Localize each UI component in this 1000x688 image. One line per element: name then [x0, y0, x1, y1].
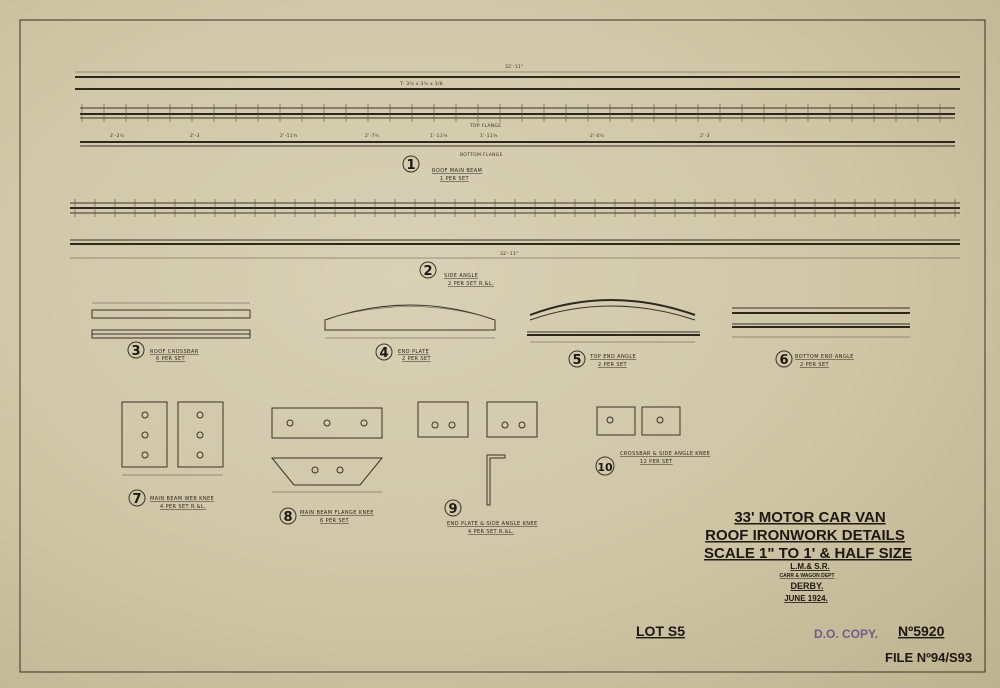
svg-text:6 PER SET: 6 PER SET — [320, 518, 350, 524]
svg-text:2'-0½: 2'-0½ — [590, 132, 605, 139]
main-beam-flange-knee-drawing — [270, 407, 384, 493]
svg-text:CROSSBAR & SIDE ANGLE KNEE: CROSSBAR & SIDE ANGLE KNEE — [620, 451, 710, 457]
svg-text:SIDE ANGLE: SIDE ANGLE — [444, 273, 478, 279]
svg-text:4: 4 — [379, 346, 388, 361]
part-3-label: 3 ROOF CROSSBAR 6 PER SET — [127, 341, 199, 362]
svg-text:MAIN BEAM WEB KNEE: MAIN BEAM WEB KNEE — [150, 496, 214, 502]
svg-text:8: 8 — [283, 510, 292, 525]
svg-text:4 PER SET R.&L.: 4 PER SET R.&L. — [468, 529, 514, 535]
svg-text:1 PER SET: 1 PER SET — [440, 176, 470, 182]
svg-text:32'-11": 32'-11" — [500, 251, 518, 257]
svg-text:TOP FLANGE: TOP FLANGE — [469, 123, 501, 129]
svg-text:3: 3 — [131, 344, 140, 359]
svg-text:2'-3: 2'-3 — [700, 133, 710, 139]
side-angle-drawing: 32'-11" — [70, 199, 960, 259]
drawing-number: Nº5920 — [898, 623, 945, 639]
svg-text:10: 10 — [597, 461, 613, 474]
main-beam-web-knee-drawing — [121, 401, 224, 476]
svg-text:SCALE 1" TO 1' & HALF SIZE: SCALE 1" TO 1' & HALF SIZE — [704, 545, 912, 562]
svg-text:END PLATE & SIDE ANGLE KNEE: END PLATE & SIDE ANGLE KNEE — [447, 521, 538, 527]
svg-text:2: 2 — [423, 264, 432, 279]
svg-text:END PLATE: END PLATE — [398, 349, 429, 355]
svg-text:2'-7¾: 2'-7¾ — [365, 133, 380, 139]
part-5-label: 5 TOP END ANGLE 2 PER SET — [568, 350, 636, 368]
svg-text:7: 7 — [132, 492, 141, 507]
svg-text:2 PER SET: 2 PER SET — [800, 362, 830, 368]
part-9-label: 9 END PLATE & SIDE ANGLE KNEE 4 PER SET … — [444, 499, 538, 535]
svg-text:TOP END ANGLE: TOP END ANGLE — [589, 354, 636, 360]
svg-text:5: 5 — [572, 353, 581, 368]
drawing-border — [19, 19, 986, 673]
svg-text:2'-2½: 2'-2½ — [110, 132, 125, 139]
file-number: FILE Nº94/S93 — [885, 650, 972, 665]
title-block: 33' MOTOR CAR VAN ROOF IRONWORK DETAILS … — [704, 509, 912, 603]
svg-text:1: 1 — [406, 158, 415, 173]
svg-text:9: 9 — [448, 502, 457, 517]
part-7-label: 7 MAIN BEAM WEB KNEE 4 PER SET R.&L. — [128, 489, 214, 510]
roof-crossbar-drawing — [91, 302, 251, 339]
svg-text:6 PER SET: 6 PER SET — [156, 356, 186, 362]
svg-text:T- 3½ x 3½ x 3/8: T- 3½ x 3½ x 3/8 — [399, 80, 443, 87]
end-plate-drawing — [324, 304, 496, 339]
svg-text:1'-11⅛: 1'-11⅛ — [480, 133, 498, 139]
svg-text:ROOF IRONWORK DETAILS: ROOF IRONWORK DETAILS — [705, 527, 905, 544]
do-copy-stamp: D.O. COPY. — [814, 627, 878, 641]
svg-text:2'-11¾: 2'-11¾ — [280, 133, 298, 139]
svg-text:ROOF MAIN BEAM: ROOF MAIN BEAM — [432, 168, 482, 174]
part-6-label: 6 BOTTOM END ANGLE 2 PER SET — [775, 350, 854, 368]
svg-text:ROOF CROSSBAR: ROOF CROSSBAR — [150, 349, 199, 355]
part-1-label: 1 ROOF MAIN BEAM 1 PER SET — [402, 155, 482, 182]
svg-text:DERBY.: DERBY. — [790, 581, 823, 591]
svg-text:BOTTOM FLANGE: BOTTOM FLANGE — [460, 152, 503, 158]
svg-text:L.M.& S.R.: L.M.& S.R. — [790, 562, 830, 571]
svg-text:BOTTOM END ANGLE: BOTTOM END ANGLE — [795, 354, 854, 360]
svg-text:2 PER SET: 2 PER SET — [598, 362, 628, 368]
crossbar-side-angle-knee-drawing — [596, 406, 681, 436]
bottom-end-angle-drawing — [732, 307, 910, 338]
svg-text:2 PER SET: 2 PER SET — [402, 356, 432, 362]
svg-text:32'-11": 32'-11" — [505, 64, 523, 70]
part-10-label: 10 CROSSBAR & SIDE ANGLE KNEE 12 PER SET — [595, 451, 710, 476]
svg-text:6: 6 — [779, 353, 788, 368]
top-end-angle-drawing — [527, 299, 700, 343]
roof-main-beam-drawing: 32'-11" T- 3½ x 3½ x 3/8 TOP FLANGE BOTT… — [75, 64, 960, 158]
svg-text:MAIN BEAM FLANGE KNEE: MAIN BEAM FLANGE KNEE — [300, 510, 374, 516]
svg-text:JUNE 1924.: JUNE 1924. — [784, 594, 828, 603]
svg-text:2 PER SET R.&L.: 2 PER SET R.&L. — [448, 281, 494, 287]
lot-number: LOT S5 — [636, 623, 685, 639]
part-2-label: 2 SIDE ANGLE 2 PER SET R.&L. — [419, 261, 494, 287]
svg-text:33' MOTOR CAR VAN: 33' MOTOR CAR VAN — [734, 509, 885, 526]
svg-text:4 PER SET R.&L.: 4 PER SET R.&L. — [160, 504, 206, 510]
svg-text:12 PER SET: 12 PER SET — [640, 459, 673, 465]
end-plate-side-angle-knee-drawing — [417, 401, 538, 506]
svg-text:1'-11⅛: 1'-11⅛ — [430, 133, 448, 139]
svg-text:CARR & WAGON DEPT: CARR & WAGON DEPT — [780, 573, 835, 579]
svg-text:2'-3: 2'-3 — [190, 133, 200, 139]
part-8-label: 8 MAIN BEAM FLANGE KNEE 6 PER SET — [279, 507, 374, 525]
part-4-label: 4 END PLATE 2 PER SET — [375, 343, 432, 362]
